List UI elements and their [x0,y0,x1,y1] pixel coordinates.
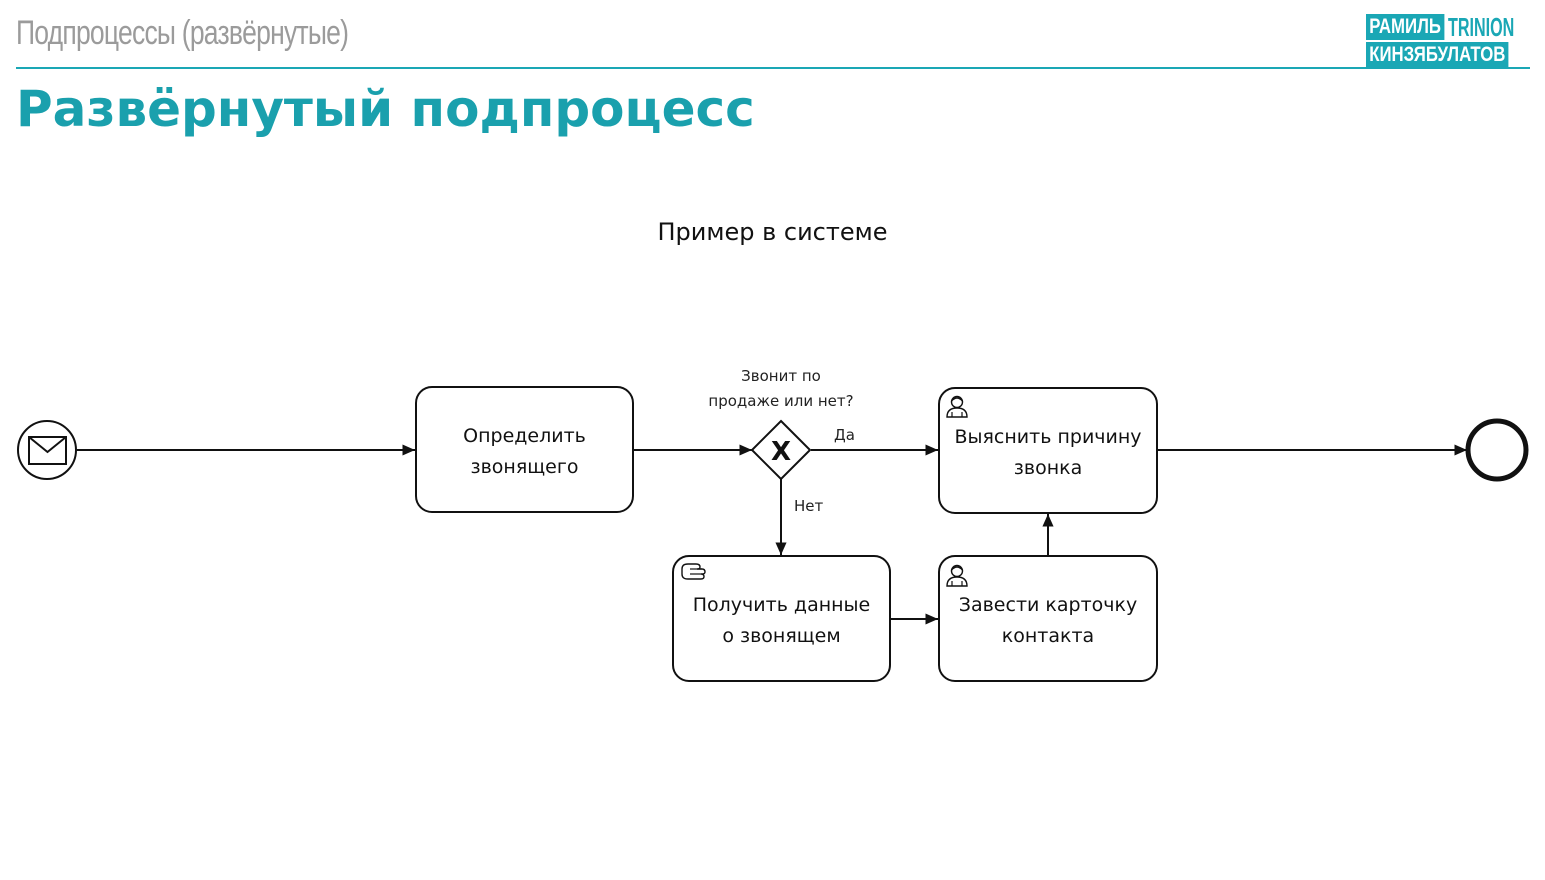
start-message-event[interactable] [17,420,77,480]
flow-no-label: Нет [794,497,824,515]
task-card-line1: Завести карточку [959,594,1137,616]
task-identify-line1: Определить [463,425,586,447]
logo-row-bottom: КИНЗЯБУЛАТОВ [1366,42,1544,68]
task-get-caller-data[interactable]: Получить данные о звонящем [672,555,891,682]
end-event[interactable] [1465,418,1529,482]
service-hand-icon [681,563,706,580]
header-divider [16,67,1530,69]
task-getdata-line2: о звонящем [722,625,840,647]
exclusive-gateway[interactable]: X [750,419,812,481]
page-title: Развёрнутый подпроцесс [16,80,755,138]
brand-logo: РАМИЛЬ TRINION КИНЗЯБУЛАТОВ [1366,14,1530,69]
task-find-reason[interactable]: Выяснить причину звонка [938,387,1158,514]
task-getdata-line1: Получить данные [693,594,871,616]
logo-surname-box: КИНЗЯБУЛАТОВ [1366,42,1509,68]
flow-yes-label: Да [834,426,855,444]
logo-name-box: РАМИЛЬ [1366,14,1445,40]
diagram-subtitle: Пример в системе [657,218,888,246]
user-icon [946,564,968,587]
gateway-question-line2: продаже или нет? [708,392,853,410]
gateway-x-symbol: X [771,437,791,467]
logo-brand-text: TRINION [1447,12,1515,42]
logo-row-top: РАМИЛЬ TRINION [1366,14,1545,40]
task-identify-caller[interactable]: Определить звонящего [415,386,634,513]
section-title: Подпроцессы (развёрнутые) [16,14,349,52]
envelope-icon [28,436,67,465]
task-identify-line2: звонящего [471,456,579,478]
task-reason-line1: Выяснить причину [954,426,1141,448]
user-icon [946,395,968,418]
task-reason-line2: звонка [1014,457,1082,479]
gateway-question-line1: Звонит по [741,367,821,385]
task-create-contact-card[interactable]: Завести карточку контакта [938,555,1158,682]
task-card-line2: контакта [1002,625,1094,647]
